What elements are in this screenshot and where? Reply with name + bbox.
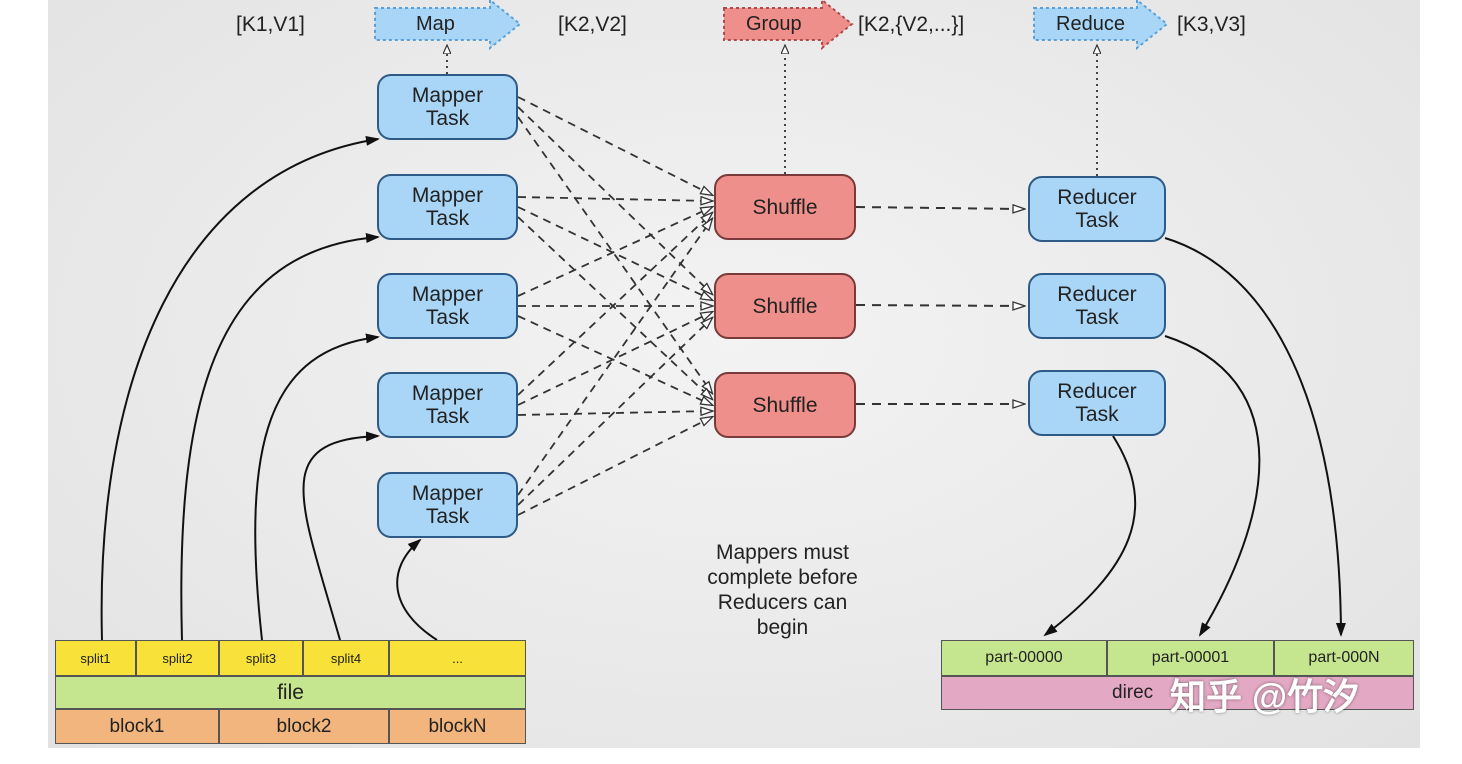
reduce-phase-arrow [1033, 0, 1169, 51]
mapper2-to-shuffle3 [517, 216, 712, 399]
reducer-task-1[interactable]: Reducer Task [1028, 176, 1166, 242]
mapper2-to-shuffle2 [517, 206, 712, 300]
mapper3-to-shuffle1 [517, 207, 712, 297]
mapper5-to-shuffle3 [517, 417, 712, 516]
completion-note: Mappers must complete before Reducers ca… [707, 541, 858, 639]
mapper4-to-shuffle2 [517, 312, 712, 406]
tag-k2-v2: [K2,V2] [558, 13, 627, 36]
mapper-task-5[interactable]: Mapper Task [377, 472, 518, 538]
mapper4-to-shuffle1 [517, 213, 712, 396]
tag-k1-v1: [K1,V1] [236, 13, 305, 36]
mapper-task-label: Mapper Task [411, 482, 484, 528]
reducer-task-2[interactable]: Reducer Task [1028, 273, 1166, 339]
shuffle-label: Shuffle [752, 294, 818, 318]
mapper5-to-shuffle1 [517, 219, 712, 496]
shuffle-label: Shuffle [752, 393, 818, 417]
split-3[interactable]: split3 [219, 640, 303, 676]
shuffle2-to-reducer2 [855, 305, 1024, 306]
split3-to-mapper3 [254, 333, 380, 641]
mapper-task-label: Mapper Task [411, 283, 484, 329]
output-directory[interactable]: direc [941, 676, 1414, 710]
mapper-task-label: Mapper Task [411, 84, 484, 130]
mapper-shuffle-connectors [517, 96, 712, 516]
group-phase-arrow [723, 0, 854, 51]
watermark: 知乎 @竹汐 [1170, 676, 1360, 717]
reducer3-to-part1 [1043, 435, 1137, 637]
split5-to-mapper5 [396, 538, 438, 641]
shuffle-label: Shuffle [752, 195, 818, 219]
shuffle-3[interactable]: Shuffle [714, 372, 856, 438]
part-00001[interactable]: part-00001 [1107, 640, 1274, 676]
tag-k2-list: [K2,{V2,...}] [858, 13, 965, 36]
split2-to-mapper2 [180, 233, 380, 641]
mapper4-to-shuffle3 [517, 411, 712, 415]
split-2[interactable]: split2 [136, 640, 219, 676]
block-n[interactable]: blockN [389, 709, 526, 744]
shuffle-1[interactable]: Shuffle [714, 174, 856, 240]
tag-k3-v3: [K3,V3] [1177, 13, 1246, 36]
reducer-task-label: Reducer Task [1057, 283, 1137, 329]
reducer1-to-part3 [1164, 237, 1346, 637]
mapper1-to-shuffle1 [517, 96, 712, 195]
reducer-task-label: Reducer Task [1057, 380, 1137, 426]
mapper5-to-shuffle2 [517, 318, 712, 506]
mapper2-to-shuffle1 [517, 197, 712, 201]
group-phase-label: Group [746, 12, 802, 35]
split4-to-mapper4 [302, 431, 380, 641]
mapper3-to-shuffle3 [517, 315, 712, 405]
block-2[interactable]: block2 [219, 709, 389, 744]
map-phase-arrow [374, 0, 522, 51]
map-phase-label: Map [416, 12, 455, 35]
file-bar[interactable]: file [55, 676, 526, 709]
split1-to-mapper1 [100, 135, 380, 641]
mapper1-to-shuffle2 [517, 106, 712, 294]
mapper-task-label: Mapper Task [411, 382, 484, 428]
mapper-task-4[interactable]: Mapper Task [377, 372, 518, 438]
part-000n[interactable]: part-000N [1274, 640, 1414, 676]
shuffle1-to-reducer1 [855, 207, 1024, 209]
reduce-phase-label: Reduce [1056, 12, 1125, 35]
mapper-task-2[interactable]: Mapper Task [377, 174, 518, 240]
split-more[interactable]: ... [389, 640, 526, 676]
mapper1-to-shuffle3 [517, 116, 712, 393]
split-4[interactable]: split4 [303, 640, 389, 676]
mapper-task-3[interactable]: Mapper Task [377, 273, 518, 339]
mapper-task-label: Mapper Task [411, 184, 484, 230]
split-1[interactable]: split1 [55, 640, 136, 676]
reducer-task-label: Reducer Task [1057, 186, 1137, 232]
reducer2-to-part2 [1164, 335, 1261, 637]
shuffle-2[interactable]: Shuffle [714, 273, 856, 339]
block-1[interactable]: block1 [55, 709, 219, 744]
mapper-task-1[interactable]: Mapper Task [377, 74, 518, 140]
reducer-task-3[interactable]: Reducer Task [1028, 370, 1166, 436]
part-00000[interactable]: part-00000 [941, 640, 1107, 676]
